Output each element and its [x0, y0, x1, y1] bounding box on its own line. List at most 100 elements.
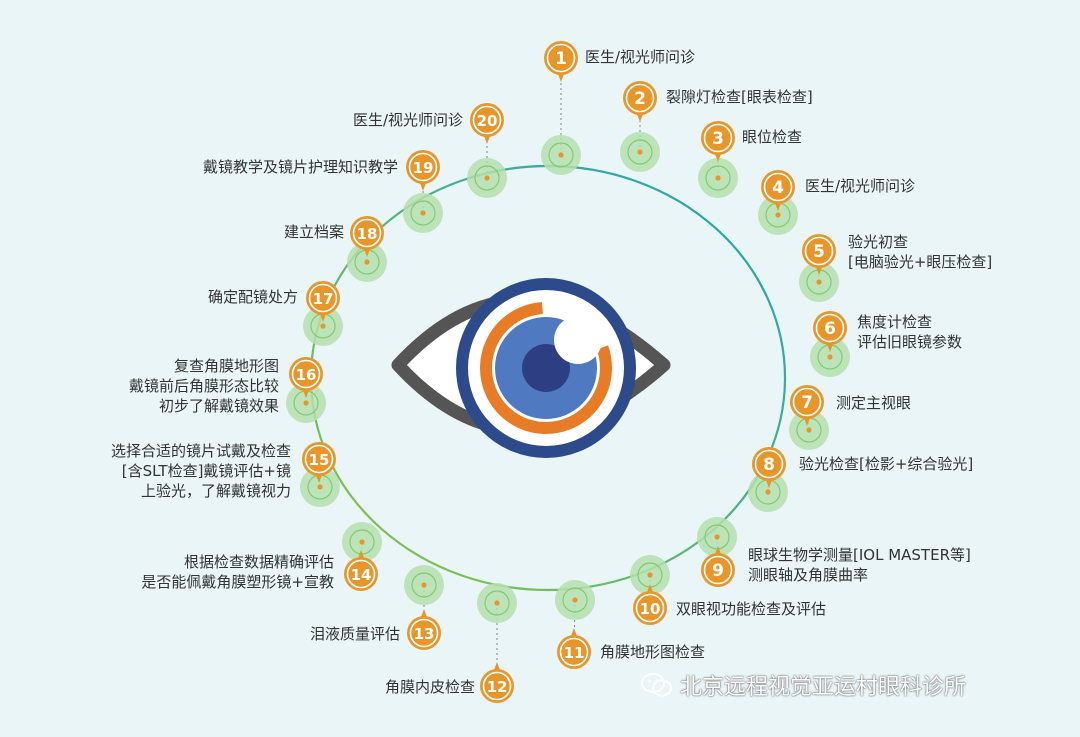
step-3-label: 眼位检查: [742, 127, 802, 147]
step-6-number: 6: [824, 319, 836, 339]
step-5-number: 5: [813, 242, 825, 262]
eye-highlight: [554, 316, 602, 364]
step-4-ring-dot: [758, 195, 798, 235]
eye-icon: [391, 278, 671, 458]
step-16-number: 16: [296, 366, 317, 384]
step-3-ring-dot: [698, 158, 738, 198]
iris-orange-ring: [480, 302, 612, 434]
step-19-label: 戴镜教学及镜片护理知识教学: [176, 157, 398, 177]
watermark-text: 北京远程视觉亚运村眼科诊所: [680, 675, 967, 700]
step-10-label-line: 双眼视功能检查及评估: [676, 600, 827, 618]
step-1-marker: 1: [544, 41, 578, 82]
step-11-ring-dot: [555, 580, 595, 620]
step-6-ring-dot: [810, 337, 850, 377]
step-20-number: 20: [477, 112, 498, 130]
step-1-ring-dot: [541, 135, 581, 175]
step-2-label-line: 裂隙灯检查[眼表检查]: [666, 88, 813, 106]
step-20-label: 医生/视光师问诊: [337, 110, 463, 130]
step-12-marker: 12: [480, 662, 514, 703]
step-20-marker: 20: [470, 103, 504, 144]
step-7-ring-dot: [789, 410, 829, 450]
step-16-label-line: 初步了解戴镜效果: [158, 397, 279, 415]
step-12-number: 12: [487, 678, 508, 696]
step-4-number: 4: [772, 178, 784, 198]
step-11-label-line: 角膜地形图检查: [600, 643, 706, 661]
step-12-label: 角膜内皮检查: [367, 677, 475, 697]
step-13-number: 13: [414, 625, 435, 643]
step-20-ring-dot: [467, 158, 507, 198]
step-1-label-line: 医生/视光师问诊: [585, 48, 696, 66]
step-11-connector: [573, 599, 576, 653]
step-14-number: 14: [351, 566, 372, 584]
step-14-label: 根据检查数据精确评估是否能佩戴角膜塑形镜+宣教: [118, 552, 334, 592]
step-18-number: 18: [357, 225, 378, 243]
step-15-label-line: [含SLT检查]戴镜评估+镜: [121, 462, 291, 480]
pupil: [522, 344, 570, 392]
step-10-number: 10: [640, 600, 661, 618]
step-16-label-line: 复查角膜地形图: [173, 357, 279, 375]
step-2-label: 裂隙灯检查[眼表检查]: [666, 87, 813, 107]
wechat-icon: [641, 673, 672, 697]
step-2-number: 2: [634, 89, 646, 109]
step-11-number: 11: [564, 644, 585, 662]
step-16-label-line: 戴镜前后角膜形态比较: [128, 377, 279, 395]
watermark: 北京远程视觉亚运村眼科诊所: [640, 670, 966, 700]
step-6-marker: 6: [813, 311, 847, 352]
step-14-label-line: 是否能佩戴角膜塑形镜+宣教: [141, 573, 334, 591]
step-12-label-line: 角膜内皮检查: [384, 678, 475, 696]
step-17-label: 确定配镜处方: [200, 287, 298, 307]
step-18-marker: 18: [350, 216, 384, 257]
step-13-label: 泪液质量评估: [296, 624, 400, 644]
step-13-ring-dot: [404, 565, 444, 605]
step-17-label-line: 确定配镜处方: [207, 288, 298, 306]
step-15-label: 选择合适的镜片试戴及检查 [含SLT检查]戴镜评估+镜上验光，了解戴镜视力: [84, 441, 291, 501]
step-16-marker: 16: [289, 357, 323, 398]
step-13-label-line: 泪液质量评估: [309, 625, 400, 643]
step-14-marker: 14: [344, 550, 378, 591]
step-8-number: 8: [763, 455, 775, 475]
step-19-ring-dot: [403, 193, 443, 233]
step-7-number: 7: [801, 393, 813, 413]
step-9-number: 9: [712, 561, 724, 581]
step-12-ring-dot: [477, 583, 517, 623]
step-10-marker: 10: [633, 584, 667, 625]
step-7-label-line: 测定主视眼: [836, 394, 912, 412]
step-18-label-line: 建立档案: [283, 223, 344, 241]
step-20-label-line: 医生/视光师问诊: [352, 111, 463, 129]
step-3-number: 3: [712, 129, 724, 149]
step-8-label: 验光检查[检影+综合验光]: [799, 454, 973, 474]
step-5-label-line: [电脑验光+眼压检查]: [848, 253, 993, 271]
step-5-marker: 5: [802, 234, 836, 275]
step-19-label-line: 戴镜教学及镜片护理知识教学: [202, 158, 398, 176]
step-11-marker: 11: [557, 628, 591, 669]
step-2-marker: 2: [623, 81, 657, 122]
step-15-marker: 15: [302, 442, 336, 483]
step-16-label: 复查角膜地形图戴镜前后角膜形态比较初步了解戴镜效果: [108, 356, 279, 416]
step-7-label: 测定主视眼: [836, 393, 911, 413]
step-4-marker: 4: [761, 170, 795, 211]
step-11-label: 角膜地形图检查: [600, 642, 705, 662]
step-13-marker: 13: [407, 609, 441, 650]
step-19-number: 19: [413, 159, 434, 177]
step-2-ring-dot: [620, 132, 660, 172]
step-6-label-line: 焦度计检查: [857, 313, 933, 331]
step-14-label-line: 根据检查数据精确评估: [183, 553, 334, 571]
step-9-label-line: 测眼轴及角膜曲率: [748, 566, 869, 584]
step-15-number: 15: [309, 451, 330, 469]
step-15-label-line: 上验光，了解戴镜视力: [140, 482, 291, 500]
step-19-marker: 19: [406, 150, 440, 191]
step-8-marker: 8: [752, 447, 786, 488]
step-7-marker: 7: [790, 385, 824, 426]
step-4-label: 医生/视光师问诊: [805, 176, 915, 196]
step-1-label: 医生/视光师问诊: [585, 47, 695, 67]
step-8-label-line: 验光检查[检影+综合验光]: [799, 455, 974, 473]
step-17-number: 17: [313, 290, 334, 308]
step-4-label-line: 医生/视光师问诊: [805, 177, 916, 195]
step-9-marker: 9: [701, 546, 735, 587]
step-15-label-line: 选择合适的镜片试戴及检查: [110, 442, 291, 460]
step-17-marker: 17: [306, 281, 340, 322]
step-3-label-line: 眼位检查: [742, 128, 803, 146]
step-18-label: 建立档案: [274, 222, 344, 242]
